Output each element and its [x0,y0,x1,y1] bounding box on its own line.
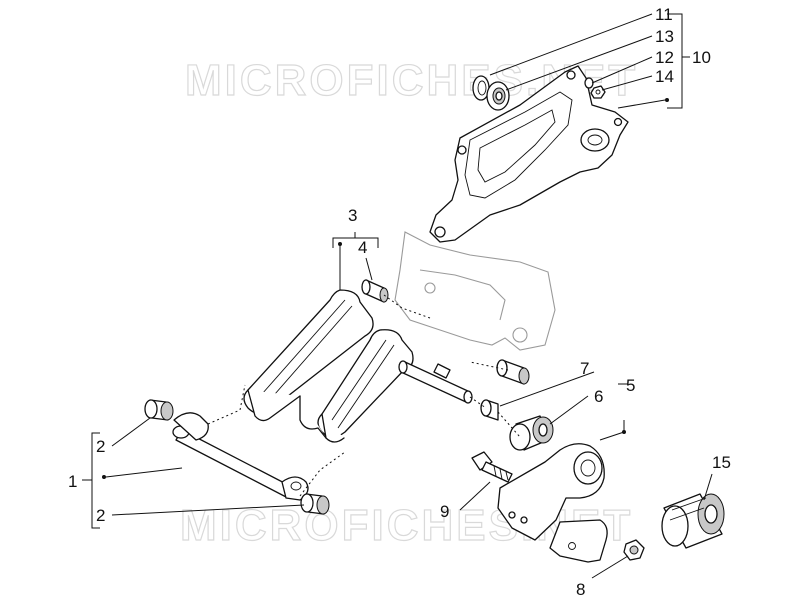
pivot-shaft[interactable] [398,360,473,404]
support-bracket[interactable] [497,443,608,563]
callout-15: 15 [712,453,731,472]
arm-bush[interactable] [361,279,389,303]
callout-13: 13 [655,27,674,46]
callout-1: 1 [68,472,77,491]
bush-bottom[interactable] [300,493,330,515]
callouts: 11 13 12 14 10 3 4 7 5 6 2 1 2 9 8 15 [68,5,731,599]
callout-2-top: 2 [96,437,105,456]
nut-small[interactable] [590,85,606,99]
callout-3: 3 [348,206,357,225]
mounting-bolt[interactable] [471,451,513,483]
callout-6: 6 [594,387,603,406]
callout-10: 10 [692,48,711,67]
silent-block[interactable] [480,399,554,451]
rubber-bush[interactable] [661,493,725,549]
leader-lines [82,13,713,579]
callout-14: 14 [655,67,674,86]
callout-12: 12 [655,48,674,67]
callout-8: 8 [576,580,585,599]
engine-casing-ghost [394,231,556,351]
callout-4: 4 [358,238,367,257]
washer[interactable] [584,77,594,89]
callout-9: 9 [440,502,449,521]
shaft-spacer[interactable] [496,359,530,385]
explosion-lines [207,294,521,497]
swing-arm-bracket[interactable] [429,65,629,243]
callout-11: 11 [655,5,673,24]
callout-2-bottom: 2 [96,506,105,525]
pivot-pin[interactable] [172,412,309,501]
bush-top[interactable] [144,399,174,421]
linkage-arm-right-plate[interactable] [299,329,414,443]
callout-7: 7 [580,359,589,378]
callout-5: 5 [626,376,635,395]
flange-nut[interactable] [623,539,645,561]
linkage-arm-left-plate[interactable] [243,289,374,422]
bearing[interactable] [486,81,510,111]
